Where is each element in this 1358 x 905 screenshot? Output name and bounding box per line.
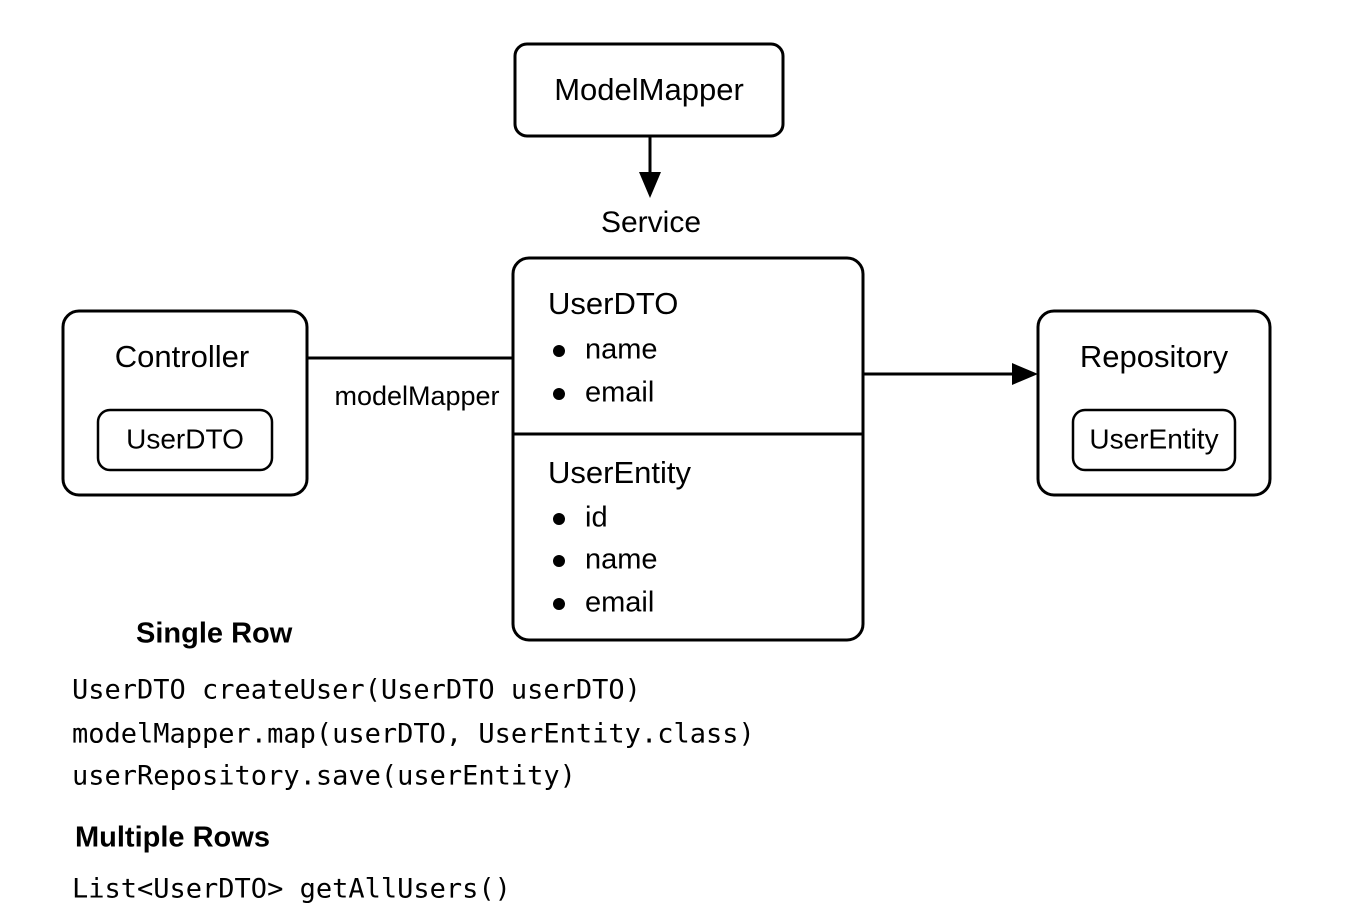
repository-inner-label: UserEntity xyxy=(1089,423,1218,454)
service-entity-section: UserEntity id name email xyxy=(548,455,691,618)
repository-inner-box-userentity[interactable] xyxy=(1071,408,1237,472)
notes-multiple-rows: Multiple Rows List<UserDTO> getAllUsers(… xyxy=(72,822,511,905)
single-row-code-line: UserDTO createUser(UserDTO userDTO) xyxy=(72,675,641,706)
node-modelmapper[interactable]: ModelMapper xyxy=(513,42,785,138)
node-repository[interactable]: Repository UserEntity xyxy=(1036,309,1272,497)
arrow-head-right-icon xyxy=(1012,363,1038,385)
controller-inner-box-userdto[interactable] xyxy=(96,408,274,472)
multiple-rows-code-line: List<UserDTO> getAllUsers() xyxy=(72,874,511,905)
single-row-heading: Single Row xyxy=(136,618,293,650)
service-entity-field: email xyxy=(585,587,654,619)
service-dto-field: email xyxy=(585,377,654,409)
repository-label: Repository xyxy=(1080,339,1229,374)
notes-single-row: Single Row UserDTO createUser(UserDTO us… xyxy=(72,618,755,792)
bullet-icon xyxy=(553,513,565,525)
service-label: Service xyxy=(601,206,701,239)
controller-inner-label: UserDTO xyxy=(126,423,244,454)
service-entity-field: id xyxy=(585,502,608,534)
modelmapper-label: ModelMapper xyxy=(554,72,744,107)
edge-label-modelmapper: modelMapper xyxy=(334,381,499,411)
single-row-code-line: modelMapper.map(userDTO, UserEntity.clas… xyxy=(72,719,755,750)
arrow-head-down-icon xyxy=(639,172,661,198)
bullet-icon xyxy=(553,388,565,400)
multiple-rows-heading: Multiple Rows xyxy=(75,822,270,854)
service-entity-title: UserEntity xyxy=(548,455,691,490)
bullet-icon xyxy=(553,598,565,610)
bullet-icon xyxy=(553,345,565,357)
node-service-box[interactable]: UserDTO name email UserEntity id name em… xyxy=(511,256,865,642)
service-entity-field: name xyxy=(585,544,658,576)
service-dto-field: name xyxy=(585,334,658,366)
bullet-icon xyxy=(553,555,565,567)
arrow-modelmapper-to-service xyxy=(639,136,661,198)
controller-label: Controller xyxy=(115,339,249,374)
service-dto-title: UserDTO xyxy=(548,286,678,321)
service-dto-section: UserDTO name email xyxy=(548,286,678,408)
single-row-code-line: userRepository.save(userEntity) xyxy=(72,761,576,792)
node-controller[interactable]: Controller UserDTO xyxy=(61,309,309,497)
arrow-service-to-repository xyxy=(863,363,1038,385)
service-box[interactable] xyxy=(511,256,865,642)
